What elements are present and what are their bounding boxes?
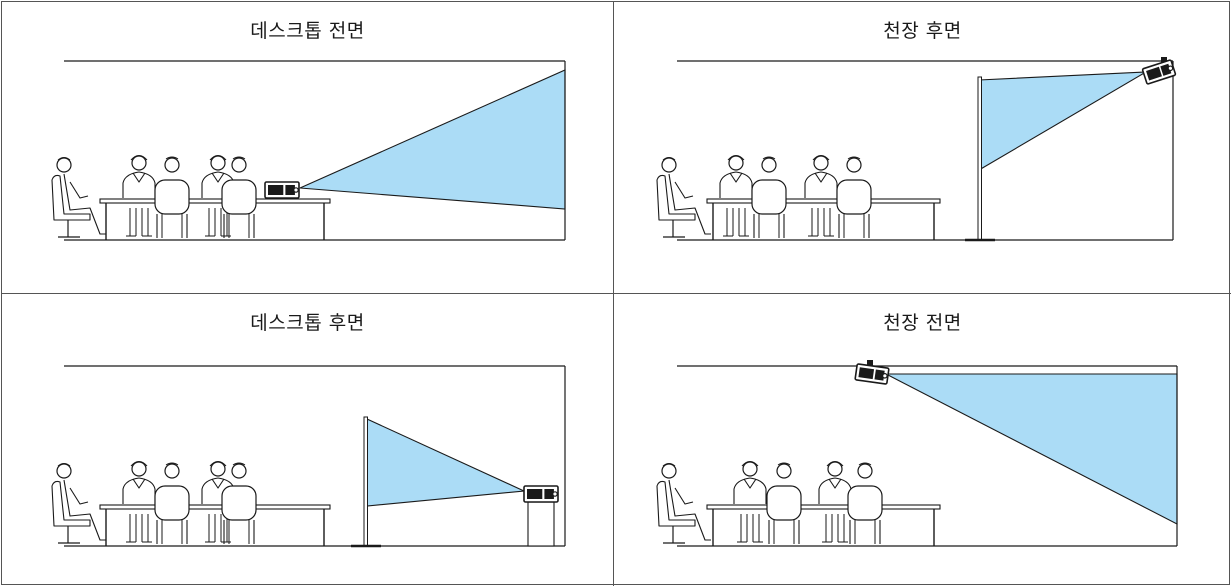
panel-title: 데스크톱 후면: [250, 312, 365, 334]
seated-person-icon: [836, 156, 872, 238]
side-seated-person-icon: [656, 463, 711, 544]
side-seated-person-icon: [51, 463, 106, 544]
room-wall: [64, 60, 566, 241]
projector-icon: [523, 485, 559, 503]
projector-stand: [527, 501, 555, 547]
conference-table: [706, 504, 941, 546]
projection-beam: [978, 71, 1147, 171]
panel-ceiling-rear: 천장 후면: [614, 2, 1231, 294]
panel-title: 천장 후면: [883, 20, 962, 42]
seated-person-icon: [154, 156, 190, 238]
projector-icon: [264, 181, 300, 199]
side-seated-person-icon: [51, 157, 106, 238]
seated-person-icon: [847, 462, 883, 544]
seated-person-icon: [719, 155, 753, 237]
conference-table: [99, 198, 331, 240]
conference-table: [99, 504, 331, 546]
seated-person-icon: [766, 462, 802, 544]
panel-title: 천장 전면: [883, 312, 962, 334]
seated-person-icon: [818, 461, 852, 543]
ceiling-mount: [867, 360, 873, 368]
projection-beam: [366, 418, 527, 507]
projection-screen: [351, 416, 381, 548]
seated-person-icon: [221, 462, 257, 544]
seated-person-icon: [154, 462, 190, 544]
seated-person-icon: [221, 156, 257, 238]
projector-icon: [1141, 59, 1177, 85]
room-wall: [677, 60, 1174, 241]
seated-person-icon: [733, 461, 767, 543]
projector-icon: [854, 363, 890, 385]
projection-beam: [299, 69, 566, 210]
side-seated-person-icon: [656, 157, 711, 238]
seated-person-icon: [751, 156, 787, 238]
panel-title: 데스크톱 전면: [250, 20, 365, 42]
room-wall: [677, 365, 1178, 547]
projection-screen: [965, 76, 995, 242]
seated-person-icon: [122, 155, 156, 237]
desktop-front-illustration: [51, 60, 566, 241]
ceiling-front-illustration: [656, 360, 1178, 547]
panel-desktop-front: 데스크톱 전면: [2, 2, 614, 294]
panel-ceiling-front: 천장 전면: [614, 294, 1231, 586]
ceiling-mount: [1161, 57, 1167, 65]
conference-table: [706, 198, 941, 240]
seated-person-icon: [804, 155, 838, 237]
seated-person-icon: [122, 461, 156, 543]
room-wall: [64, 365, 566, 547]
desktop-rear-illustration: [51, 365, 566, 548]
ceiling-rear-illustration: [656, 57, 1177, 242]
panel-desktop-rear: 데스크톱 후면: [2, 294, 614, 586]
projection-beam: [885, 373, 1178, 525]
